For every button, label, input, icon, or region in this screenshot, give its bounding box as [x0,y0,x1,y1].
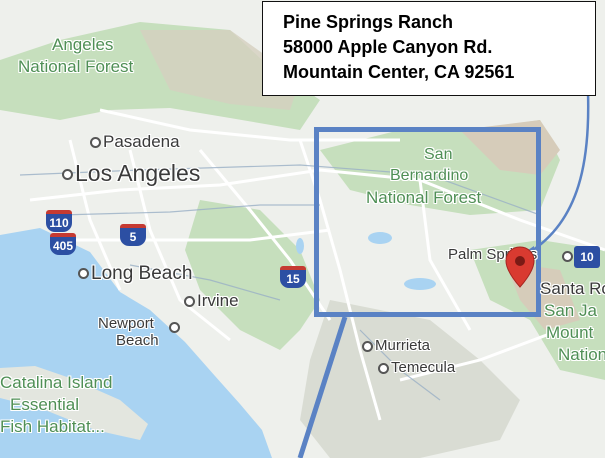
irvine-text: Irvine [197,291,239,310]
santa-ana-mountains [185,200,320,350]
major-roads [19,164,541,401]
interstate-5-shield: 5 [120,224,146,246]
label-national: Nation [558,345,605,364]
map-pin-icon[interactable] [505,246,535,288]
lake [296,238,304,254]
label-catalina-3: Fish Habitat... [0,417,105,436]
temecula-text: Temecula [391,359,456,376]
callout-city: Mountain Center, CA 92561 [283,62,515,82]
mountain-ridge [140,30,300,110]
label-angeles-nf-2: National Forest [18,57,134,76]
label-newport: Newport [98,315,154,332]
label-newport-beach: Beach [116,332,159,349]
long-beach-text: Long Beach [91,263,193,284]
route-10-shield: 10 [574,246,600,268]
label-long-beach: Long Beach [78,264,192,283]
label-santa-rosa: Santa Ro [540,279,605,298]
label-san-bernardino-3: National Forest [366,188,482,207]
los-angeles-text: Los Angeles [75,160,201,186]
city-dot-icon [184,296,195,308]
city-dot-icon [378,362,389,374]
label-murrieta: Murrieta [362,338,430,353]
label-san-jacinto: San Ja [544,301,597,320]
callout-pointer [529,91,590,254]
lake [404,278,436,290]
label-temecula: Temecula [378,360,455,375]
label-mountains: Mount [546,323,594,342]
callout-street: 58000 Apple Canyon Rd. [283,37,493,57]
city-dot-icon [562,251,573,262]
inset-leader-line [297,316,348,458]
city-dot-icon [62,169,73,181]
interstate-15-shield: 15 [280,266,306,288]
label-irvine: Irvine [184,292,239,309]
city-dot-icon [169,322,180,333]
highway-network [29,108,605,421]
address-callout: Pine Springs Ranch 58000 Apple Canyon Rd… [262,1,596,96]
city-dot-icon [78,268,89,280]
label-san-bernardino-2: Bernardino [390,167,469,184]
interstate-405-shield: 405 [50,233,76,255]
interstate-110-shield: 110 [46,210,72,232]
pasadena-text: Pasadena [103,132,180,151]
callout-name: Pine Springs Ranch [283,12,454,32]
catalina-island [0,366,148,440]
label-catalina-2: Essential [10,395,79,414]
lake [368,232,392,244]
label-catalina: Catalina Island [0,373,113,392]
label-san-bernardino: San [424,146,453,163]
label-angeles-nf: Angeles [52,35,114,54]
san-bernardino-ridges [460,120,560,175]
city-dot-icon [362,340,373,352]
city-dot-icon [90,137,101,149]
murrieta-text: Murrieta [375,337,431,354]
area-highlight-box [314,127,541,317]
label-pasadena: Pasadena [90,133,180,150]
label-los-angeles: Los Angeles [62,162,200,185]
